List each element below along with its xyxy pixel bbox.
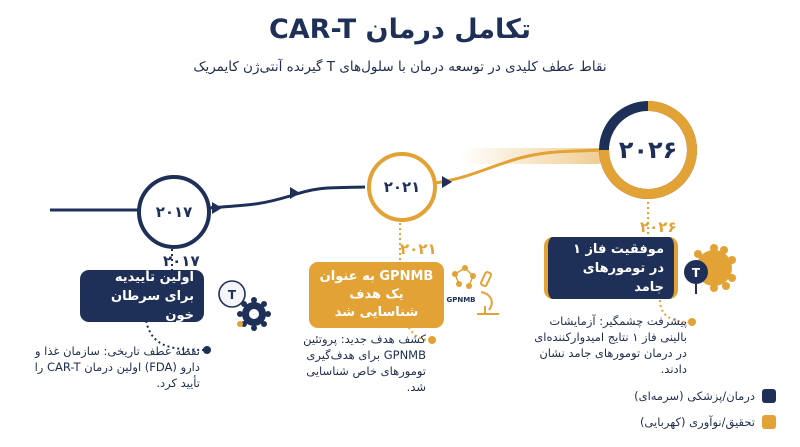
t-cell-tumor-icon: T [684, 244, 736, 294]
t-cell-letter: T [692, 266, 701, 280]
legend-label: تحقیق/نوآوری (کهربایی) [639, 415, 755, 429]
t-cell-letter: T [228, 288, 237, 302]
leader-dot [428, 336, 436, 344]
milestone-note-2021: کشف هدف جدید: پروتئین GPNMB برای هدف‌گیر… [303, 332, 426, 394]
note-leader [659, 299, 691, 323]
molecule-microscope-icon: GPNMB [446, 265, 499, 315]
legend-swatch-amber [762, 415, 776, 429]
note-leader [144, 315, 206, 351]
milestone-card-2026: موفقیت فاز ۱ در تومورهای جامد [544, 237, 678, 299]
milestone-card-text: اولین تأییدیه برای سرطان خون [111, 269, 194, 323]
year-label-2017: ۲۰۱۷ [163, 252, 200, 270]
note-leader [404, 317, 431, 341]
t-cell-attack-icon: T [218, 280, 271, 331]
arrowhead [212, 202, 222, 214]
milestone-circle-2017: ۲۰۱۷ [137, 175, 211, 249]
milestone-note-2026: پیشرفت چشمگیر: آزمایشات بالینی فاز ۱ نتا… [534, 314, 687, 376]
legend-item-research: تحقیق/نوآوری (کهربایی) [640, 415, 776, 429]
milestone-card-2017: اولین تأییدیه برای سرطان خون [80, 269, 204, 323]
year-label-2026: ۲۰۲۶ [640, 218, 677, 236]
gpnmb-icon-label: GPNMB [446, 296, 475, 304]
timeline-path [207, 185, 366, 210]
milestone-circle-2026: ۲۰۲۶ [609, 111, 687, 189]
milestone-circle-2021: ۲۰۲۱ [367, 152, 437, 222]
milestone-card-text: موفقیت فاز ۱ در تومورهای جامد [572, 241, 664, 295]
year-label-2021: ۲۰۲۱ [400, 240, 437, 258]
arrowhead [290, 187, 300, 199]
timeline-glow [460, 148, 605, 164]
milestone-card-text: GPNMB به عنوان یک هدف شناسایی شد [319, 269, 434, 320]
milestone-year-2021: ۲۰۲۱ [383, 178, 421, 196]
leader-dot [688, 318, 696, 326]
leader-dot [203, 346, 211, 354]
milestone-card-2021: GPNMB به عنوان یک هدف شناسایی شد [309, 262, 444, 328]
diagram-title: تکامل درمان CAR-T [268, 14, 532, 45]
diagram-subtitle: نقاط عطف کلیدی در توسعه درمان با سلول‌ها… [193, 59, 607, 75]
milestone-year-2017: ۲۰۱۷ [155, 203, 193, 221]
legend-item-medical: درمان/پزشکی (سرمه‌ای) [634, 389, 776, 403]
arrowhead [442, 176, 452, 188]
legend-label: درمان/پزشکی (سرمه‌ای) [634, 389, 755, 403]
milestone-year-2026: ۲۰۲۶ [618, 136, 678, 164]
milestone-note-2017: نقطه عطف تاریخی: سازمان غذا و دارو (FDA)… [34, 344, 200, 390]
legend-swatch-navy [762, 389, 776, 403]
milestone-ring-2026-arc [599, 101, 697, 199]
